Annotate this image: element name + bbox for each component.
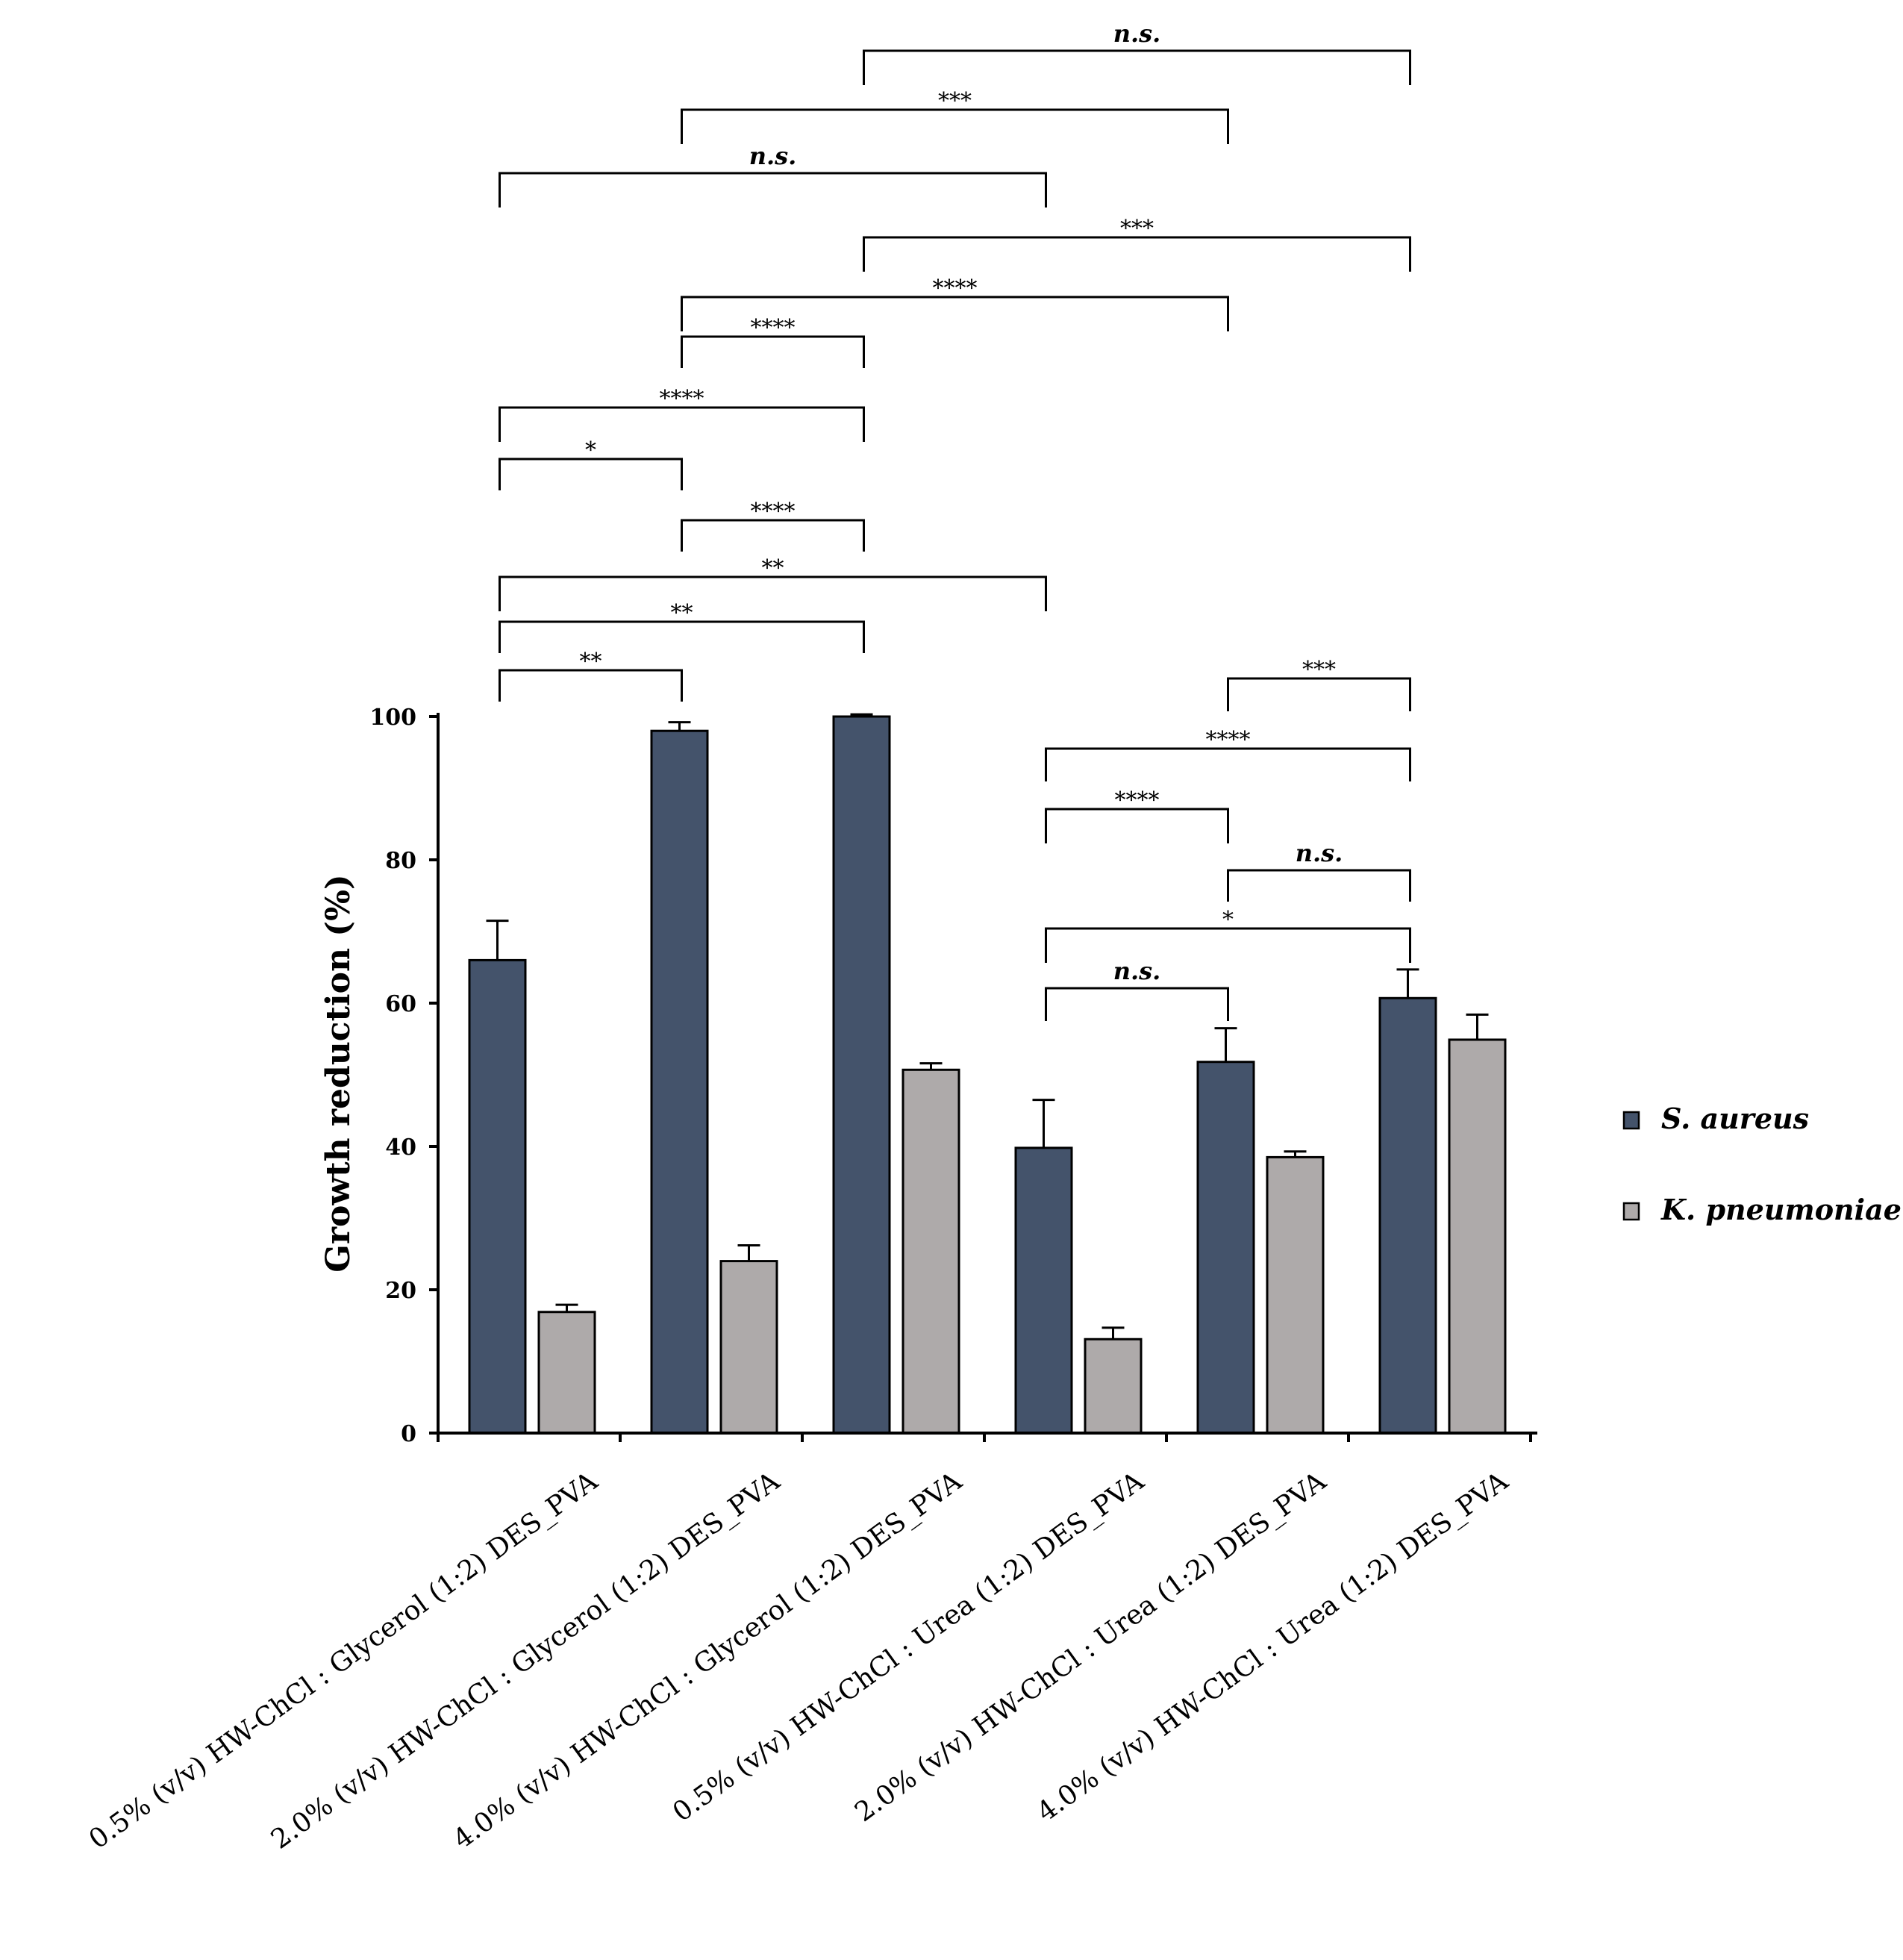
y-tick-label-2: 40 bbox=[385, 1135, 416, 1161]
significance-bracket-lower-3 bbox=[1227, 869, 1411, 902]
bar-k-pneumoniae-3 bbox=[1084, 1338, 1143, 1435]
significance-bracket-upper-6 bbox=[499, 406, 865, 442]
significance-label-upper-10: ** bbox=[671, 600, 693, 626]
significance-bracket-upper-4 bbox=[681, 296, 1229, 331]
bar-s-aureus-5 bbox=[1378, 996, 1437, 1435]
significance-label-upper-3: *** bbox=[1120, 216, 1154, 242]
significance-label-lower-3: n.s. bbox=[1296, 839, 1343, 867]
significance-label-lower-2: **** bbox=[1115, 787, 1160, 814]
bars bbox=[468, 713, 1507, 1435]
bar-s-aureus-0 bbox=[468, 958, 527, 1435]
significance-label-upper-4: **** bbox=[933, 275, 978, 302]
y-tick-label-4: 80 bbox=[385, 848, 416, 874]
significance-brackets: n.s.***n.s.*****************************… bbox=[499, 19, 1411, 1021]
significance-bracket-upper-2 bbox=[499, 172, 1047, 207]
significance-label-lower-0: *** bbox=[1302, 657, 1336, 683]
significance-bracket-lower-5 bbox=[1045, 987, 1229, 1021]
bar-s-aureus-1 bbox=[650, 729, 709, 1435]
bar-k-pneumoniae-4 bbox=[1266, 1155, 1325, 1435]
significance-label-upper-7: * bbox=[585, 437, 596, 464]
significance-bracket-upper-9 bbox=[499, 575, 1047, 611]
significance-bracket-upper-0 bbox=[863, 49, 1411, 85]
legend: S. aureus K. pneumoniae bbox=[1622, 1102, 1902, 1226]
y-ticks: 0 20 40 60 80 100 bbox=[369, 705, 440, 1447]
bar-k-pneumoniae-0 bbox=[537, 1311, 596, 1435]
legend-label-0: S. aureus bbox=[1661, 1102, 1809, 1135]
significance-label-upper-8: **** bbox=[751, 499, 796, 525]
bar-s-aureus-3 bbox=[1014, 1146, 1073, 1435]
y-tick-label-1: 20 bbox=[385, 1278, 416, 1304]
significance-bracket-upper-7 bbox=[499, 458, 683, 490]
y-axis-label: Growth reduction (%) bbox=[319, 874, 357, 1272]
significance-label-lower-5: n.s. bbox=[1113, 957, 1161, 985]
x-ticks: 0.5% (v/v) HW-ChCl : Glycerol (1:2) DES_… bbox=[84, 1432, 1532, 1856]
y-tick-label-3: 60 bbox=[385, 991, 416, 1017]
significance-label-upper-2: n.s. bbox=[749, 142, 797, 170]
bar-k-pneumoniae-2 bbox=[901, 1068, 960, 1435]
significance-bracket-upper-10 bbox=[499, 620, 865, 653]
legend-label-1: K. pneumoniae bbox=[1660, 1193, 1902, 1226]
significance-label-upper-6: **** bbox=[660, 386, 704, 412]
significance-bracket-lower-0 bbox=[1227, 677, 1411, 711]
significance-bracket-lower-2 bbox=[1045, 808, 1229, 843]
bar-s-aureus-2 bbox=[832, 715, 891, 1435]
significance-label-upper-0: n.s. bbox=[1113, 19, 1161, 48]
significance-bracket-lower-1 bbox=[1045, 747, 1411, 781]
bar-k-pneumoniae-5 bbox=[1448, 1038, 1507, 1435]
significance-bracket-upper-3 bbox=[863, 236, 1411, 272]
legend-swatch-1 bbox=[1622, 1202, 1640, 1221]
significance-label-upper-11: ** bbox=[580, 649, 602, 675]
y-tick-label-5: 100 bbox=[369, 705, 416, 731]
legend-swatch-0 bbox=[1622, 1111, 1640, 1130]
significance-bracket-upper-1 bbox=[681, 108, 1229, 144]
y-tick-label-0: 0 bbox=[401, 1421, 416, 1447]
significance-bracket-lower-4 bbox=[1045, 927, 1411, 963]
significance-label-upper-5: **** bbox=[751, 315, 796, 341]
significance-bracket-upper-5 bbox=[681, 335, 865, 368]
significance-bracket-upper-11 bbox=[499, 669, 683, 702]
bar-k-pneumoniae-1 bbox=[719, 1260, 778, 1435]
significance-label-upper-1: *** bbox=[938, 88, 972, 114]
bar-s-aureus-4 bbox=[1196, 1061, 1255, 1435]
significance-label-lower-4: * bbox=[1222, 907, 1234, 933]
significance-bracket-upper-8 bbox=[681, 519, 865, 552]
significance-label-lower-1: **** bbox=[1206, 727, 1251, 753]
axes bbox=[437, 713, 1537, 1435]
significance-label-upper-9: ** bbox=[762, 555, 784, 581]
